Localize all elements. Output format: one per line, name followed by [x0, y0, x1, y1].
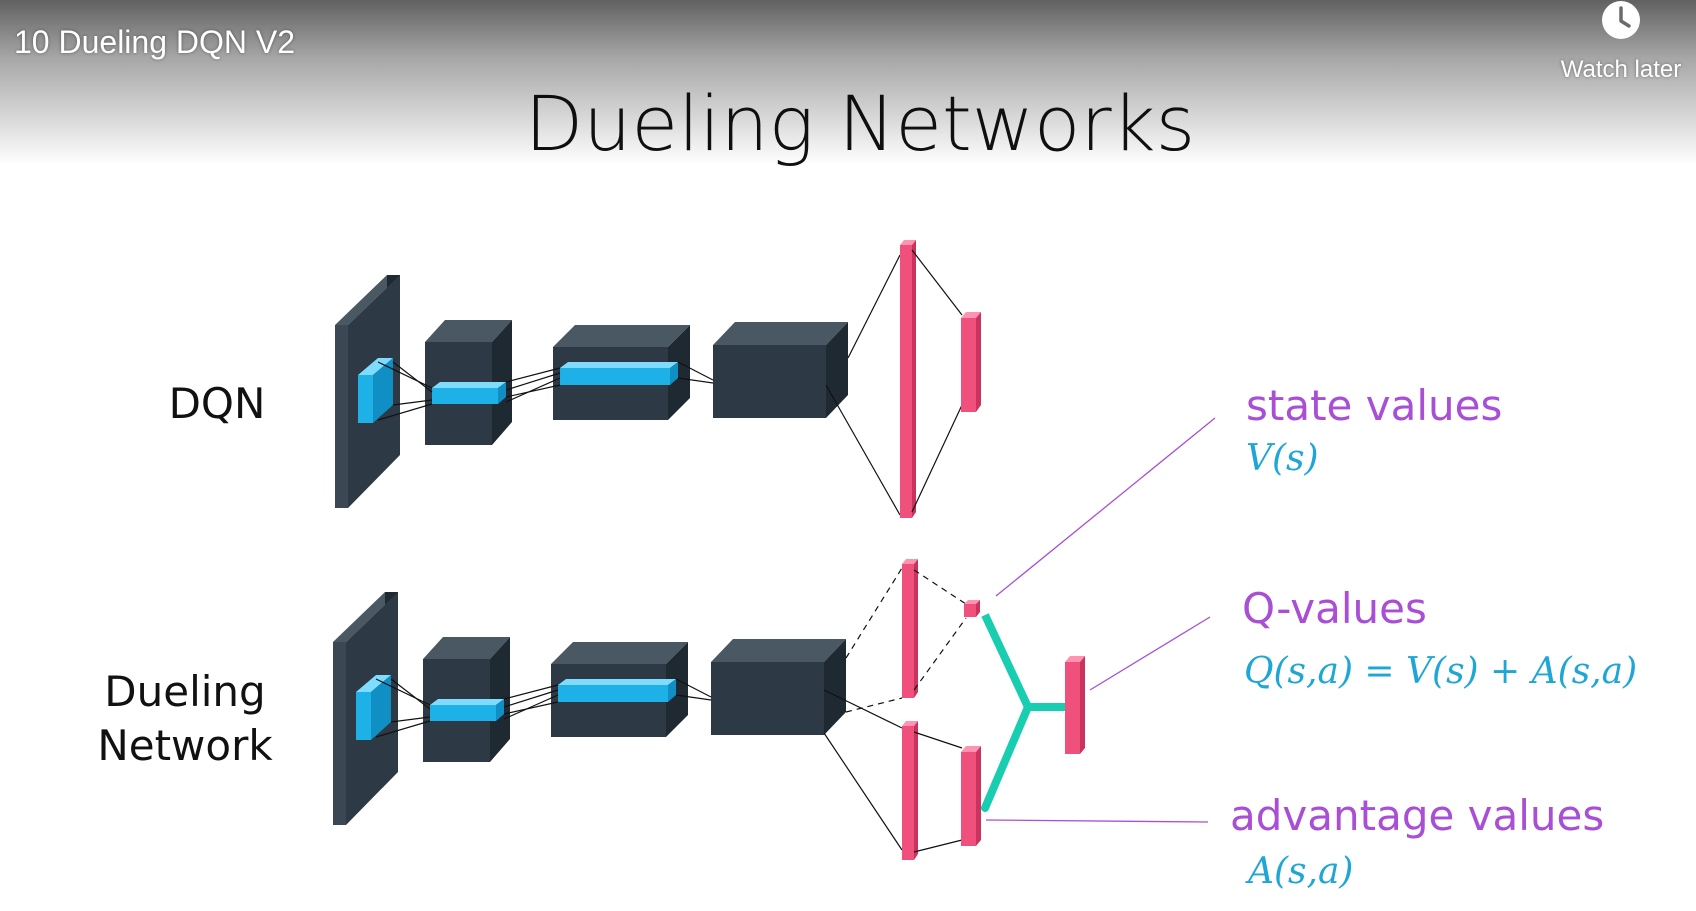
dueling-label-line1: Dueling	[104, 667, 265, 716]
advantage-values-formula: A(s,a)	[1245, 851, 1353, 892]
dqn-dense-layer	[900, 245, 912, 518]
dqn-cnn-pipeline	[334, 274, 849, 509]
advantage-values-leader	[985, 819, 1209, 823]
value-stream-dense-layer	[902, 564, 914, 698]
state-values-label: state values	[1246, 381, 1502, 430]
state-value-node	[964, 604, 976, 617]
q-values-leader	[1089, 616, 1211, 691]
dueling-label-line2: Network	[97, 721, 273, 770]
clock-icon	[1602, 1, 1640, 39]
dqn-label: DQN	[169, 379, 266, 428]
q-values-output-layer	[1065, 662, 1080, 754]
dqn-dense-layers	[825, 240, 981, 518]
merge-advantage-branch	[981, 703, 1032, 812]
dueling-dense-layers	[823, 559, 1085, 860]
q-values-label: Q-values	[1242, 584, 1427, 633]
watch-later-label: Watch later	[1560, 56, 1682, 83]
slide-title: Dueling Networks	[525, 79, 1196, 168]
dueling-cnn-pipeline	[332, 591, 847, 826]
state-values-leader	[995, 417, 1216, 597]
video-title-link[interactable]: 10 Dueling DQN V2	[14, 24, 296, 60]
advantage-values-label: advantage values	[1230, 791, 1604, 840]
advantage-stream-dense-layer	[902, 726, 914, 860]
annotation-leaders	[985, 417, 1216, 823]
q-values-formula: Q(s,a) = V(s) + A(s,a)	[1244, 651, 1637, 692]
watch-later-button[interactable]: Watch later	[1546, 0, 1696, 95]
state-values-formula: V(s)	[1246, 438, 1319, 479]
advantage-output-layer	[961, 752, 976, 846]
dqn-output-layer	[961, 318, 976, 412]
merge-value-branch	[981, 613, 1065, 711]
